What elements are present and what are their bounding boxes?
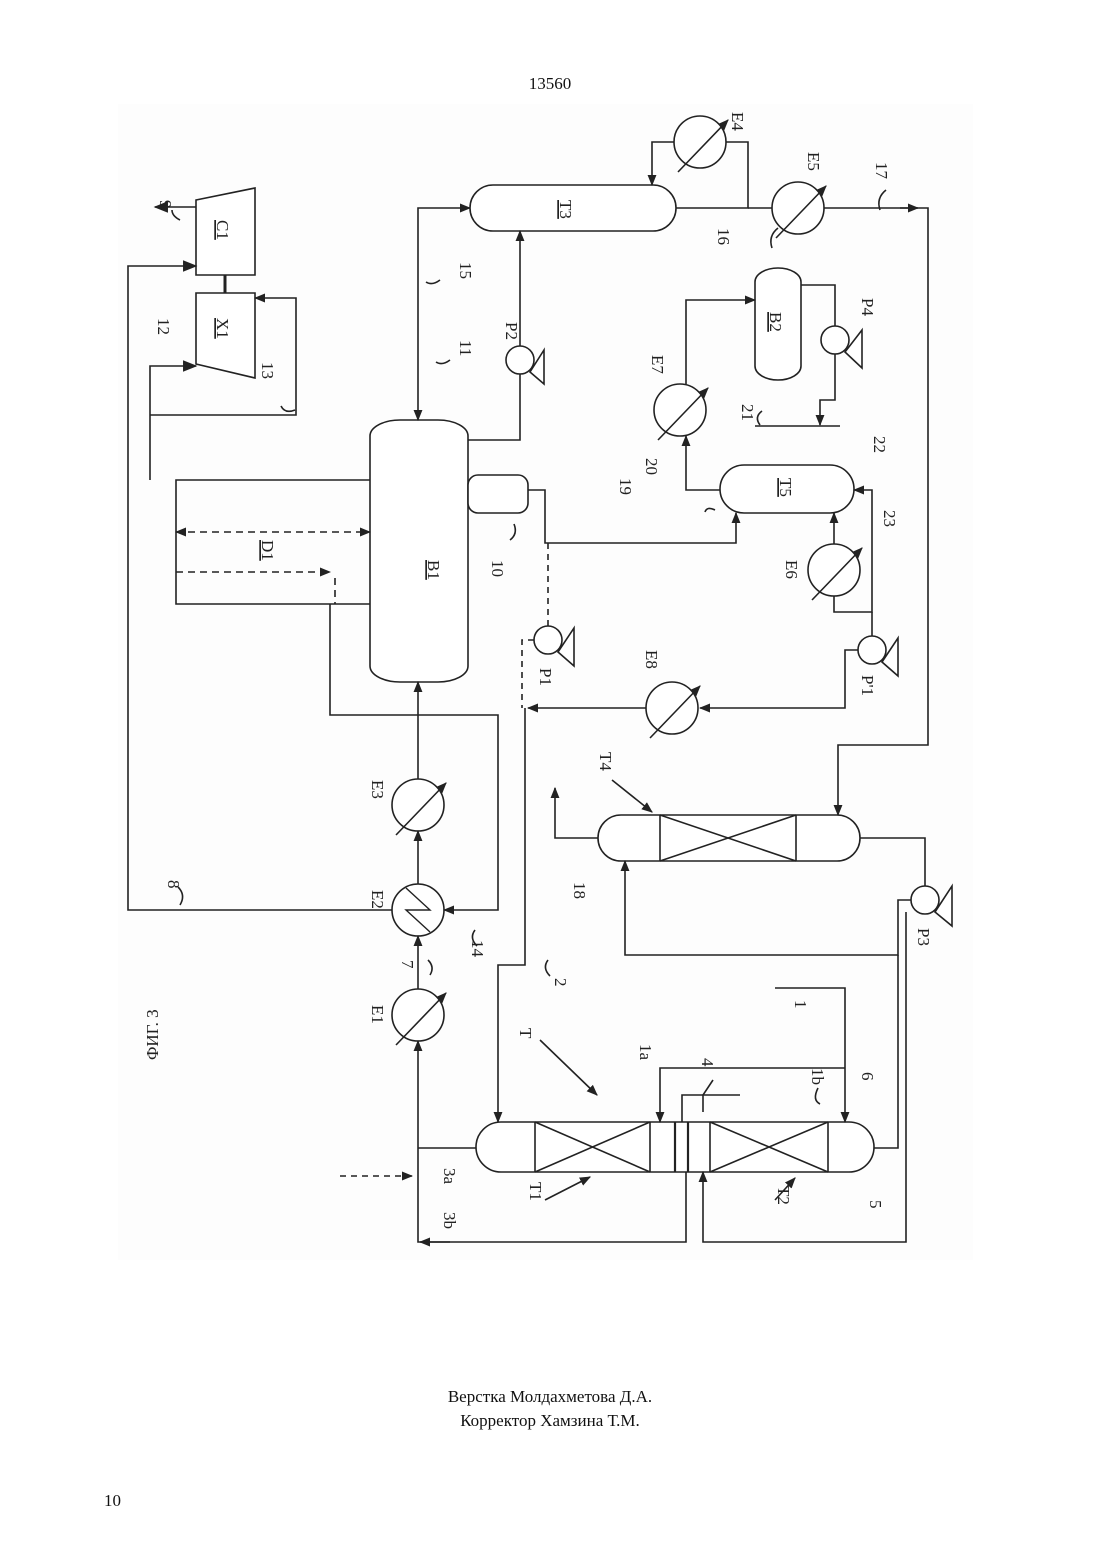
vessel-b1 <box>370 420 468 682</box>
label-stream-19: 19 <box>616 478 635 495</box>
label-stream-8: 8 <box>164 880 183 889</box>
label-stream-7: 7 <box>398 960 417 969</box>
label-p4: P4 <box>858 298 877 316</box>
label-stream-14: 14 <box>468 940 487 958</box>
label-stream-15: 15 <box>456 262 475 279</box>
pump-p3 <box>911 886 952 926</box>
exchanger-e4 <box>674 116 728 172</box>
exchanger-e7 <box>654 384 708 440</box>
exchanger-e1 <box>392 989 446 1045</box>
label-stream-4: 4 <box>698 1058 717 1067</box>
label-stream-21: 21 <box>738 404 757 421</box>
footer-credits: Верстка Молдахметова Д.А. Корректор Хамз… <box>0 1385 1100 1433</box>
label-stream-22: 22 <box>870 436 889 453</box>
label-stream-11: 11 <box>456 340 475 356</box>
pump-p4 <box>821 326 862 368</box>
label-stream-12: 12 <box>154 318 173 335</box>
label-e5: E5 <box>804 152 823 171</box>
stream-2-line <box>498 708 525 1122</box>
label-c1: C1 <box>213 220 232 240</box>
label-stream-16: 16 <box>714 228 733 245</box>
stream-11-line <box>468 374 520 440</box>
label-t2: T2 <box>774 1186 793 1205</box>
label-b2: B2 <box>766 312 785 332</box>
stream-19-line <box>528 490 736 543</box>
pump-p2 <box>506 346 544 384</box>
label-p1: P1 <box>536 668 555 686</box>
label-t4: T4 <box>596 752 615 771</box>
label-stream-9: 9 <box>156 200 175 209</box>
column-t4 <box>598 815 860 861</box>
label-stream-1a: 1a <box>636 1044 655 1061</box>
exchanger-e3 <box>392 779 446 835</box>
exchanger-e5 <box>772 182 826 238</box>
proof-credit: Корректор Хамзина Т.М. <box>0 1409 1100 1433</box>
label-stream-3b: 3b <box>440 1212 459 1229</box>
label-d1: D1 <box>258 540 277 561</box>
stream-15-line <box>418 208 470 420</box>
label-stream-13: 13 <box>258 362 277 379</box>
exchanger-e6 <box>808 544 862 600</box>
exchanger-e8 <box>646 682 700 738</box>
label-e4: E4 <box>728 112 747 131</box>
label-t3: T3 <box>556 200 575 219</box>
label-e3: E3 <box>368 780 387 799</box>
label-stream-20: 20 <box>642 458 661 475</box>
label-e1: E1 <box>368 1005 387 1024</box>
pump-p-prime-1 <box>858 636 898 676</box>
label-x1: X1 <box>213 318 232 339</box>
vessel-b1-leg <box>468 475 528 513</box>
label-stream-17: 17 <box>872 162 891 180</box>
label-e7: E7 <box>648 355 667 374</box>
stream-12-line <box>150 366 196 480</box>
label-stream-1b: 1b <box>808 1068 827 1085</box>
label-stream-1: 1 <box>791 1000 810 1009</box>
label-t: T <box>516 1028 535 1039</box>
label-stream-3a: 3a <box>440 1168 459 1185</box>
label-e8: E8 <box>642 650 661 669</box>
label-t5: T5 <box>776 478 795 497</box>
stream-18-line <box>555 788 598 838</box>
label-stream-23: 23 <box>880 510 899 527</box>
layout-credit: Верстка Молдахметова Д.А. <box>0 1385 1100 1409</box>
exchanger-e2 <box>392 884 444 936</box>
label-e2: E2 <box>368 890 387 909</box>
page-number: 10 <box>104 1491 121 1511</box>
label-p2: P2 <box>502 322 521 340</box>
stream-4-line <box>682 1095 740 1122</box>
label-stream-5: 5 <box>866 1200 885 1209</box>
figure-caption: ФИГ. 3 <box>143 1009 162 1060</box>
label-stream-6: 6 <box>858 1072 877 1081</box>
label-stream-18: 18 <box>570 882 589 899</box>
label-b1: B1 <box>424 560 443 580</box>
label-p3: P3 <box>914 928 933 946</box>
pump-p1 <box>534 626 574 666</box>
label-p-prime-1: P'1 <box>858 675 877 696</box>
label-e6: E6 <box>782 560 801 579</box>
column-t <box>476 1122 874 1172</box>
label-stream-2: 2 <box>551 978 570 987</box>
stream-6-line <box>874 955 898 1148</box>
label-stream-10: 10 <box>488 560 507 577</box>
label-t1: T1 <box>526 1182 545 1201</box>
